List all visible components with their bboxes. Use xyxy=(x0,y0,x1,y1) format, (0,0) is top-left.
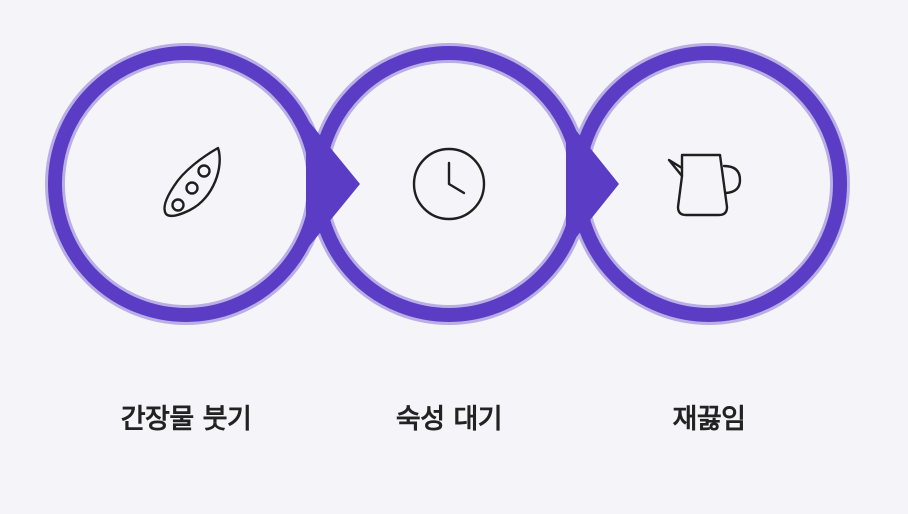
step-1-ring xyxy=(45,43,327,325)
step-2-label: 숙성 대기 xyxy=(395,404,503,435)
step-1-label: 간장물 붓기 xyxy=(120,404,252,435)
step-3-label: 재끓임 xyxy=(672,404,746,435)
soybean-pod-icon xyxy=(163,146,221,218)
clock-icon xyxy=(412,147,486,221)
arrow-connector-2 xyxy=(566,118,619,250)
kettle-icon xyxy=(667,153,742,217)
arrow-connector-1 xyxy=(306,118,360,250)
